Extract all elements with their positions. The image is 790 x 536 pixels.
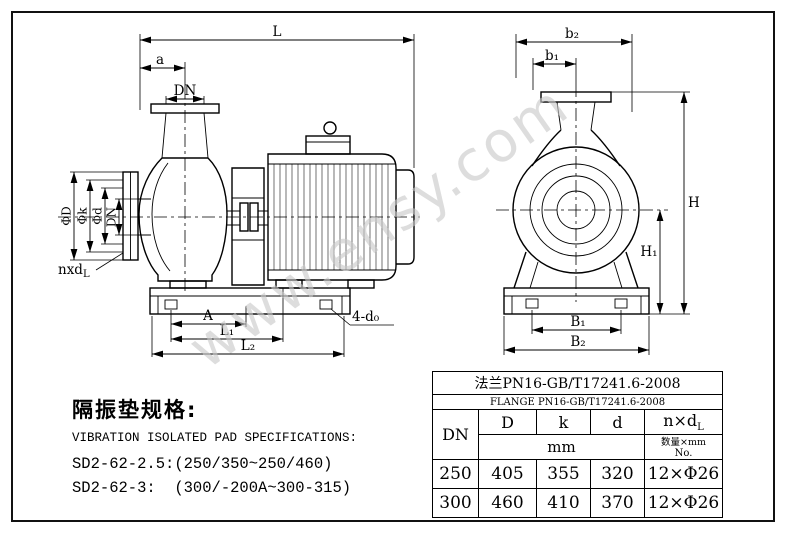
dim-b1-label: b₁ [545, 48, 559, 64]
pump-side-view: L a DN ΦD Φk Φd DN nxdL A L₁ L₂ 4-d₀ [58, 24, 420, 358]
support-legs [513, 251, 639, 289]
volute-casing-end [512, 129, 640, 274]
discharge-flange [150, 103, 220, 159]
dim-phi-d-big-label: ΦD [60, 206, 74, 225]
dim-dn-side-label: DN [105, 207, 119, 227]
cell-D-300: 460 [478, 488, 537, 518]
specs-model-1: SD2-62-2.5:(250/350~250/460) [72, 455, 333, 473]
dim-B1-label: B₁ [570, 314, 585, 330]
col-header-k: k [536, 409, 591, 435]
table-row: 250 405 355 320 12×Φ26 [432, 459, 724, 489]
flange-title-en: FLANGE PN16-GB/T17241.6-2008 [431, 394, 724, 410]
dim-nxd-label: nxdL [58, 262, 90, 280]
motor-fins [273, 164, 389, 270]
dim-L1-label: L₁ [220, 323, 234, 339]
volute-casing-side [138, 157, 228, 289]
holes-leader [330, 308, 394, 326]
cell-k-300: 410 [536, 488, 591, 518]
discharge-flange-end [540, 91, 612, 131]
terminal-box [305, 135, 351, 155]
dim-H-label: H [688, 195, 700, 211]
pump-end-view: b₂ b₁ H H₁ B₁ B₂ [496, 26, 700, 355]
motor-foot-rear [347, 279, 375, 289]
dim-phi-d-label: Φd [91, 207, 105, 225]
specs-title-en: VIBRATION ISOLATED PAD SPECIFICATIONS: [72, 431, 358, 445]
cell-dn-250: 250 [432, 459, 479, 489]
unit-qty-cn: 数量×mm [661, 436, 707, 448]
dim-nxd-base: nxd [58, 262, 83, 278]
specs-title-cn: 隔振垫规格: [72, 398, 198, 422]
cell-d-300: 370 [590, 488, 645, 518]
table-row: 300 460 410 370 12×Φ26 [432, 488, 724, 518]
col-header-dn: DN [432, 409, 479, 460]
col-header-d: d [590, 409, 645, 435]
dim-H1-label: H₁ [640, 244, 657, 260]
dimensions-end-view: b₂ b₁ H H₁ B₁ B₂ [503, 26, 700, 355]
flange-title-cn: 法兰PN16-GB/T17241.6-2008 [431, 371, 724, 395]
dimensions-side-view: L a DN ΦD Φk Φd DN nxdL A L₁ L₂ 4-d₀ [58, 24, 415, 358]
anchor-slot-end-left [525, 298, 539, 309]
col-header-D: D [478, 409, 537, 435]
specs-model-2: SD2-62-3: (300/-200A~300-315) [72, 479, 352, 498]
bearing-frame [227, 167, 268, 286]
motor [267, 121, 415, 289]
unit-mm: mm [478, 434, 645, 460]
vibration-pad-specs: 隔振垫规格: VIBRATION ISOLATED PAD SPECIFICAT… [72, 394, 357, 500]
cell-k-250: 355 [536, 459, 591, 489]
dim-nxd-sub: L [83, 269, 90, 280]
lifting-eye-icon [323, 121, 337, 135]
anchor-slot-end-right [614, 298, 628, 309]
suction-flange-section [122, 171, 151, 261]
dim-a-label: a [156, 52, 164, 68]
dim-b2-label: b₂ [565, 26, 579, 42]
sheet-border [11, 11, 775, 522]
dim-L2-label: L₂ [241, 338, 255, 354]
dim-holes-label: 4-d₀ [352, 309, 380, 325]
baseplate-end [503, 287, 650, 315]
unit-qty: 数量×mm No. [643, 434, 724, 460]
dim-A-label: A [202, 308, 213, 324]
centerlines-end [496, 84, 668, 302]
dim-L-label: L [273, 24, 282, 40]
col-header-nxdl: n×dL [643, 409, 724, 435]
nxd-leader [95, 252, 124, 271]
anchor-slot-right [319, 299, 333, 310]
cell-n-300: 12×Φ26 [643, 488, 724, 518]
unit-qty-en: No. [674, 447, 693, 459]
dim-dn-top-label: DN [174, 83, 197, 99]
flange-table: 法兰PN16-GB/T17241.6-2008 FLANGE PN16-GB/T… [431, 371, 724, 518]
cell-d-250: 320 [590, 459, 645, 489]
cell-dn-300: 300 [432, 488, 479, 518]
watermark: www.ensy.com [177, 72, 581, 382]
dim-phi-k-label: Φk [76, 207, 90, 225]
cell-n-250: 12×Φ26 [643, 459, 724, 489]
cell-D-250: 405 [478, 459, 537, 489]
anchor-slot-left [164, 299, 178, 310]
dim-B2-label: B₂ [570, 334, 585, 350]
baseplate-side [149, 287, 351, 315]
